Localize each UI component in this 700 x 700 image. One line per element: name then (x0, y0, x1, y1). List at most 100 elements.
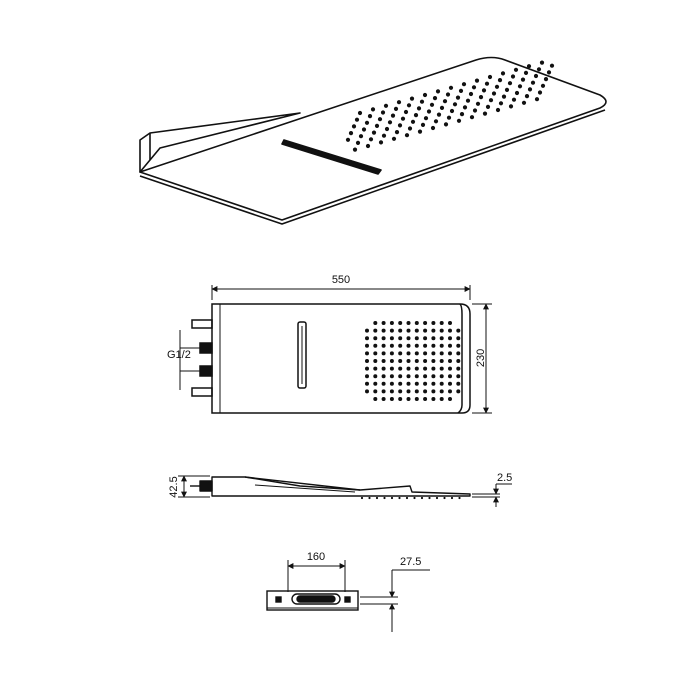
side-nozzle-dot (360, 496, 364, 500)
nozzle-dot (414, 359, 419, 363)
nozzle-dot (373, 359, 378, 363)
iso-nozzle-dot (378, 140, 384, 145)
iso-nozzle-dot (494, 84, 500, 89)
iso-nozzle-dot (459, 112, 465, 117)
nozzle-dot (389, 351, 394, 356)
iso-nozzle-dot (501, 94, 507, 99)
nozzle-dot (448, 366, 452, 371)
nozzle-dot (406, 328, 411, 333)
inlet-connector-1 (199, 342, 213, 354)
iso-nozzle-dot (407, 126, 413, 131)
nozzle-dot (439, 374, 444, 379)
inlet-pipe-top (191, 319, 213, 329)
nozzle-dot (448, 359, 452, 363)
nozzle-dot (381, 359, 386, 363)
iso-nozzle-dot (409, 96, 415, 101)
iso-nozzle-dot (539, 60, 545, 65)
nozzle-dot (389, 321, 394, 325)
nozzle-dot (381, 343, 386, 348)
nozzle-dot (365, 351, 369, 356)
side-nozzle-dot (420, 496, 424, 500)
nozzle-dot (431, 366, 436, 371)
iso-nozzle-dot (488, 98, 494, 103)
nozzle-dot (423, 397, 428, 401)
inlet-label: G1/2 (167, 349, 191, 361)
end-view (266, 590, 359, 611)
side-nozzle-dot (383, 496, 386, 500)
iso-nozzle-dot (481, 88, 487, 93)
nozzle-dot (398, 381, 403, 386)
iso-nozzle-dot (406, 103, 412, 108)
nozzle-dot (389, 343, 394, 348)
nozzle-dot (439, 328, 444, 333)
iso-nozzle-dot (413, 113, 419, 118)
nozzle-dot (398, 351, 403, 356)
nozzle-dot (414, 351, 419, 356)
inlet-connector-2 (199, 365, 213, 377)
iso-nozzle-dot (352, 147, 358, 152)
iso-nozzle-dot (445, 92, 451, 97)
nozzle-dot (414, 336, 419, 341)
nozzle-dot (406, 366, 411, 371)
iso-nozzle-dot (523, 70, 529, 75)
iso-nozzle-dot (468, 91, 474, 97)
nozzle-dot (373, 397, 378, 401)
nozzle-dot (423, 351, 428, 356)
nozzle-dot (373, 366, 378, 371)
nozzle-dot (423, 336, 428, 341)
iso-nozzle-dot (348, 131, 354, 136)
iso-nozzle-dot (364, 120, 370, 125)
nozzle-dot (439, 336, 444, 341)
iso-nozzle-dot (384, 126, 390, 132)
iso-nozzle-dot (443, 122, 449, 127)
iso-nozzle-dot (433, 119, 439, 124)
nozzle-dot (448, 381, 452, 386)
nozzle-dot (431, 328, 436, 333)
iso-nozzle-dot (455, 95, 461, 100)
nozzle-dot (381, 351, 386, 356)
iso-nozzle-dot (536, 67, 542, 72)
iso-nozzle-dot (432, 96, 438, 101)
nozzle-dot (381, 366, 386, 371)
iso-nozzle-dot (377, 117, 383, 122)
nozzle-dot (431, 374, 436, 379)
iso-nozzle-dot (482, 111, 488, 116)
nozzle-dot (439, 381, 444, 386)
nozzle-dot (414, 389, 419, 394)
iso-bottom-edge (139, 109, 606, 225)
dim-height (472, 303, 492, 414)
nozzle-dot (389, 381, 394, 386)
iso-nozzle-dot (423, 116, 429, 121)
dim-thickness (178, 475, 210, 498)
iso-nozzle-dot (387, 120, 393, 125)
iso-nozzle-dot (461, 82, 467, 87)
height-label: 230 (475, 349, 487, 367)
nozzle-dot (456, 336, 461, 341)
nozzle-dot (389, 366, 394, 371)
nozzle-dot (373, 381, 378, 386)
nozzle-dot (423, 321, 428, 325)
nozzle-dot (389, 328, 394, 333)
width-label: 550 (332, 274, 350, 286)
iso-nozzle-dot (495, 107, 501, 113)
iso-nozzle-dot (354, 117, 360, 122)
nozzle-dot (456, 381, 461, 386)
iso-nozzle-dot (520, 77, 526, 82)
dim-width (211, 285, 471, 300)
nozzle-dot (431, 381, 436, 386)
nozzle-dot (456, 351, 461, 356)
slot-height-label: 27.5 (400, 556, 421, 568)
nozzle-dot (414, 381, 419, 386)
side-view-connector (199, 480, 213, 492)
nozzle-dot (406, 359, 411, 363)
nozzle-dot (439, 359, 444, 363)
nozzle-dot (431, 397, 436, 401)
iso-nozzle-dot (517, 84, 523, 89)
nozzle-dot (423, 343, 428, 348)
nozzle-dot (398, 359, 403, 363)
nozzle-dot (406, 389, 411, 394)
nozzle-dot (423, 374, 428, 379)
iso-nozzle-dot (549, 63, 555, 68)
iso-nozzle-dot (419, 99, 425, 104)
side-nozzle-dot (368, 496, 371, 500)
